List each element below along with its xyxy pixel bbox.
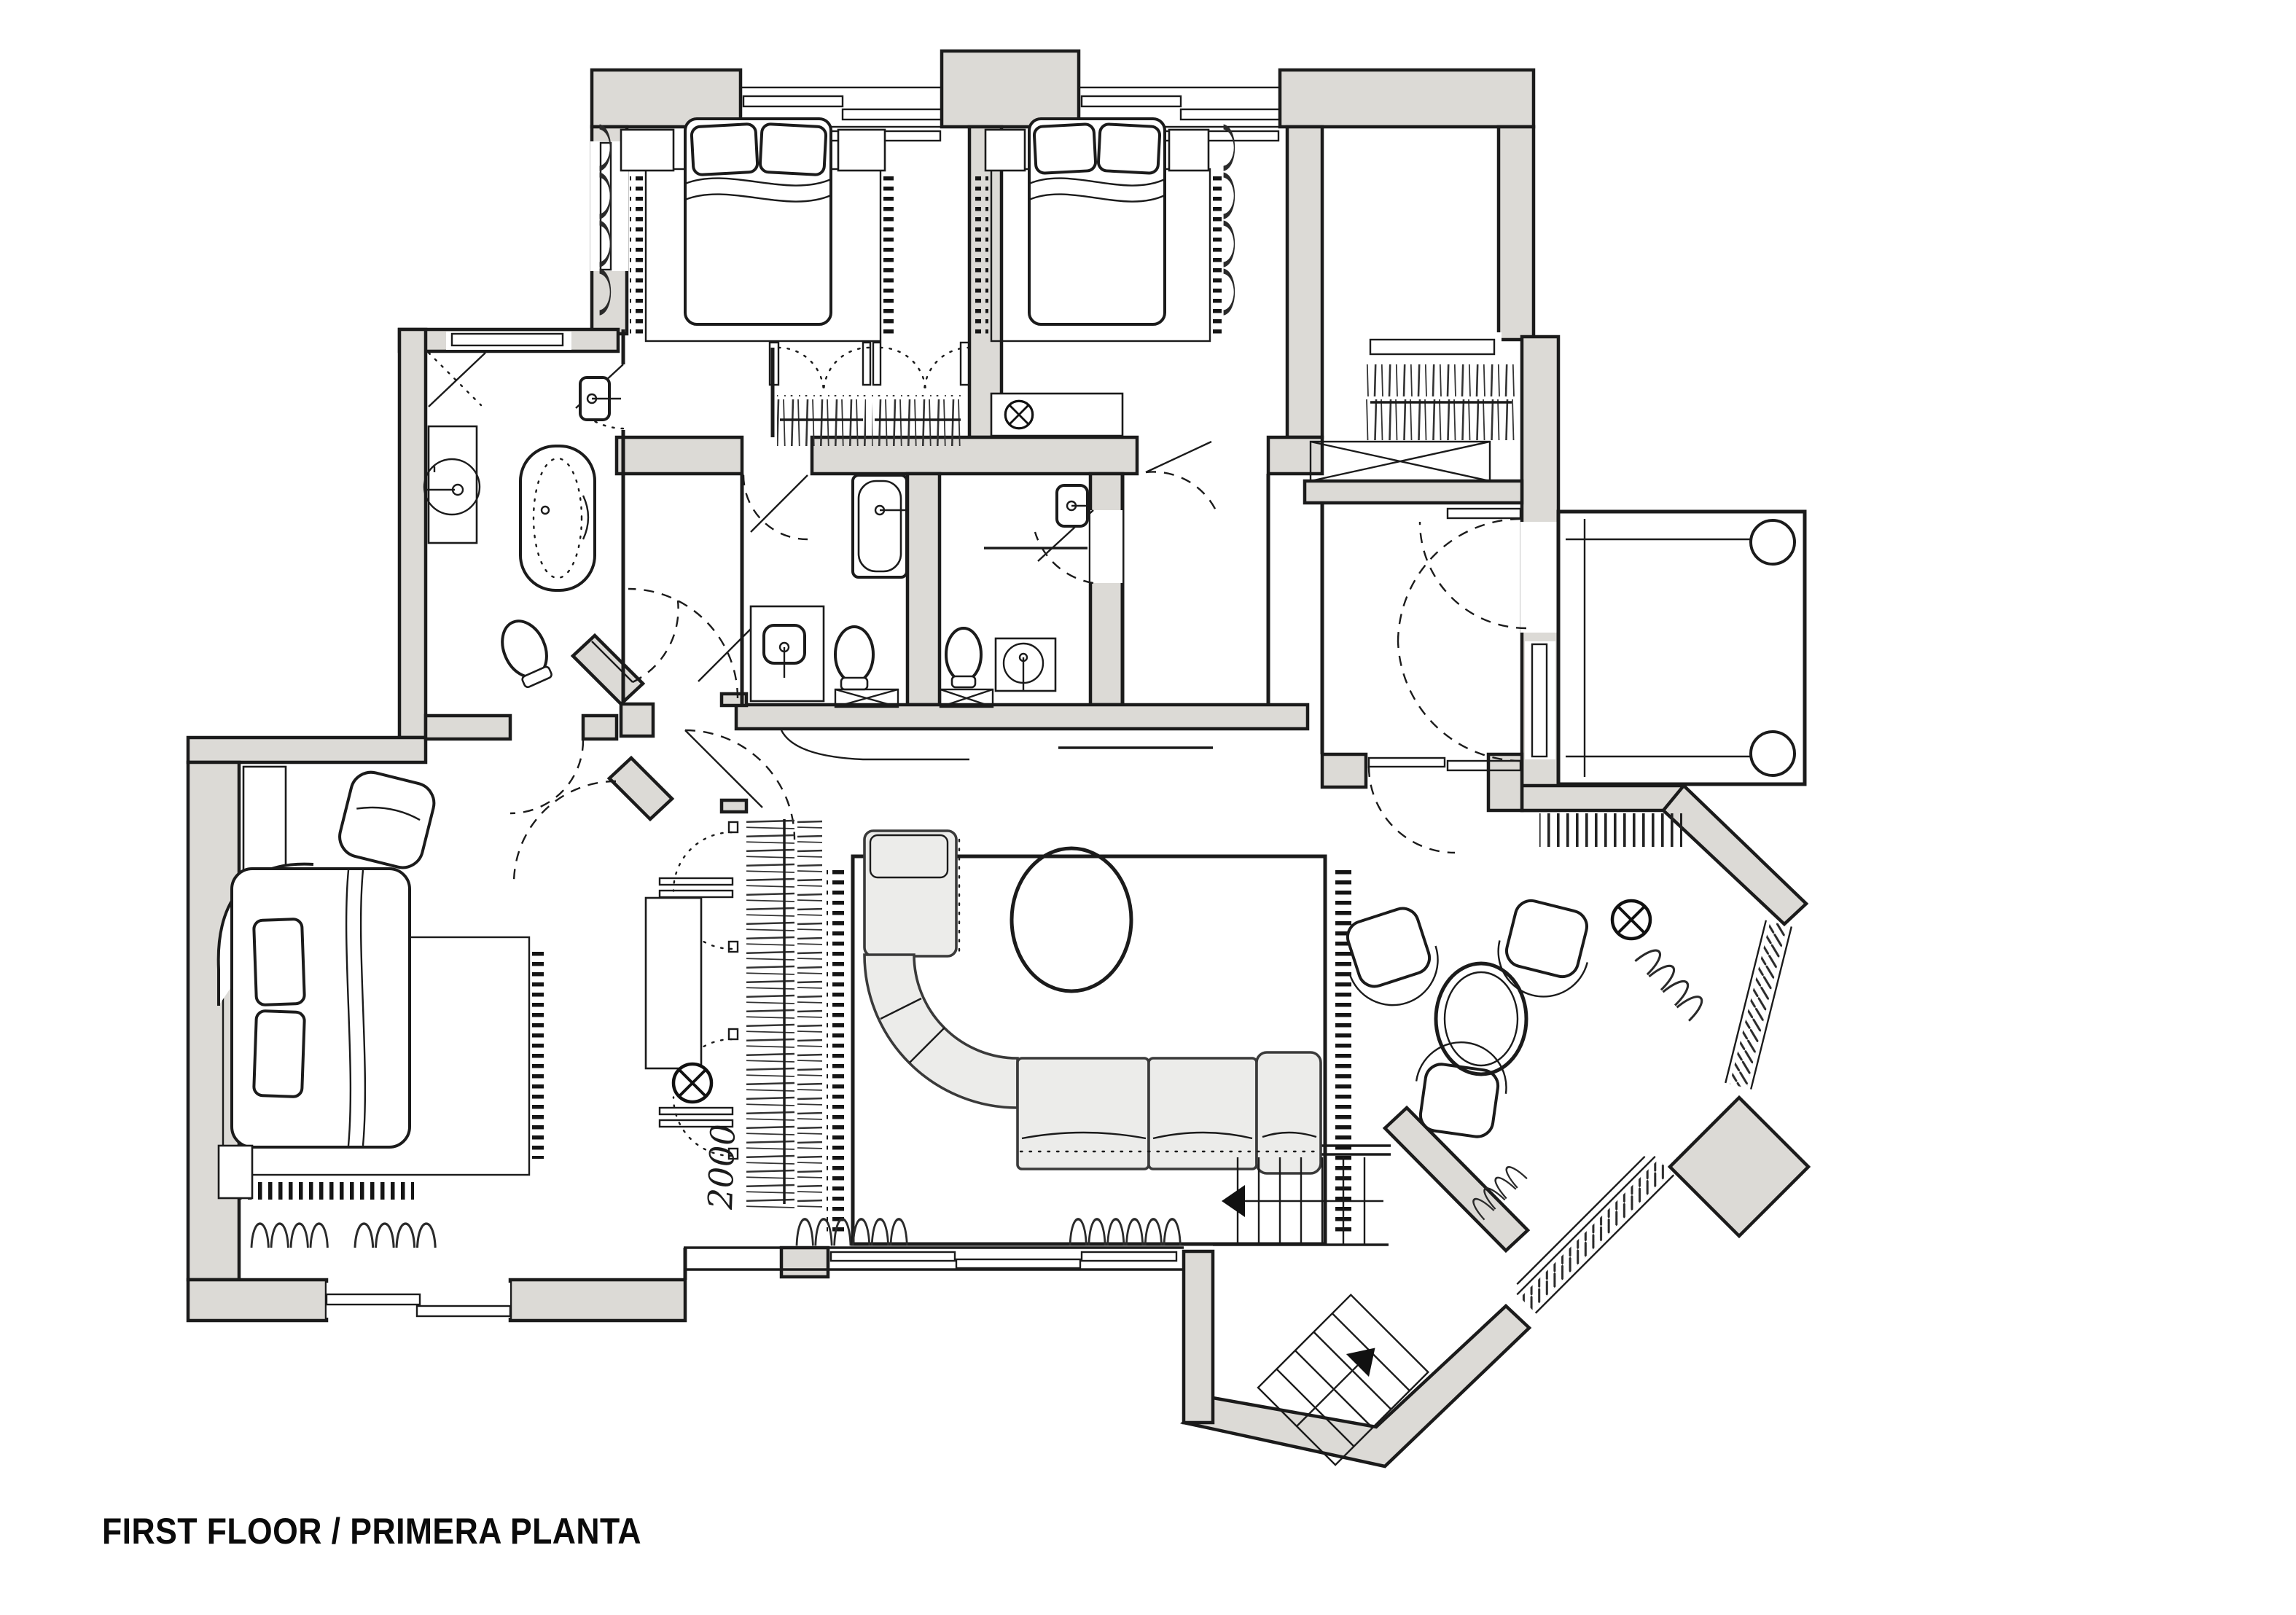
glazing-ne [1725, 920, 1792, 1090]
double-bed [216, 862, 411, 1149]
nightstand [984, 128, 1026, 172]
door-hall-terrace [1418, 521, 1560, 633]
radiator [250, 1222, 329, 1249]
diagonal-flight [1257, 1294, 1430, 1466]
double-bed [684, 117, 832, 326]
door-corridor-right [1145, 440, 1217, 511]
side-table-oval [1434, 961, 1528, 1076]
rug-fringe-left [630, 175, 643, 335]
rug-fringe-right [1213, 175, 1226, 335]
window-terrace-wall [1525, 641, 1555, 759]
door-bathroom-a [742, 474, 808, 541]
rug-fringe-left [827, 864, 844, 1237]
armchair [1415, 1041, 1507, 1138]
terrace [1556, 509, 1807, 786]
cabinet-crossed [939, 688, 994, 708]
sectional-sofa [863, 829, 1322, 1175]
walk-in-closet-top [1309, 364, 1516, 482]
armchair [338, 770, 436, 869]
master-bedroom: 2000 [216, 765, 822, 1249]
living-room [780, 730, 1351, 1247]
column [1749, 519, 1796, 566]
cabinet-crossed [834, 688, 899, 708]
door-hall-living [1367, 756, 1456, 854]
window-master-bedroom-bottom [325, 1283, 512, 1318]
stair-arrow-up [1222, 1185, 1245, 1217]
nightstand [837, 128, 886, 172]
window-living-bottom [829, 1251, 1178, 1270]
window-master-bath [446, 332, 571, 350]
curved-console [780, 730, 969, 761]
nightstand [620, 128, 675, 172]
vanity-round-sink [423, 425, 481, 544]
nightstand [1168, 128, 1210, 172]
vanity-sink [749, 605, 825, 703]
rug-fringe-right [532, 947, 545, 1159]
room-bedroom-2 [975, 117, 1234, 437]
bathroom-a [749, 474, 908, 708]
washbasin-round [994, 637, 1057, 692]
light-symbol [1612, 901, 1650, 939]
double-door-entry-hall [1397, 507, 1522, 772]
rug-fringe-bottom [232, 1181, 414, 1200]
dresser [990, 392, 1124, 437]
room-bedroom-1 [600, 117, 897, 343]
master-bathroom [423, 351, 621, 689]
rug-fringe-right [883, 175, 897, 335]
glazing-se [1516, 1155, 1675, 1314]
seating-wing [1346, 813, 1792, 1314]
shower-screen [428, 352, 486, 407]
grille [1539, 813, 1682, 847]
radiator [1069, 1218, 1182, 1247]
walk-in-closet [746, 815, 822, 1208]
coffee-table [1010, 846, 1133, 993]
tv-console [644, 896, 711, 1102]
radiator [354, 1222, 437, 1249]
closet-bedroom1 [777, 395, 964, 446]
armchair [1497, 899, 1588, 998]
wall-sink [1055, 484, 1090, 528]
armchair [1346, 907, 1439, 1006]
mirror-cabinet [579, 376, 621, 421]
radiator [1633, 944, 1709, 1022]
column [1749, 730, 1796, 777]
dimension-note: 2000 [700, 1123, 743, 1211]
plan-title: FIRST FLOOR / PRIMERA PLANTA [102, 1511, 641, 1552]
window-closet-top [1363, 332, 1502, 363]
light-symbol [1004, 399, 1034, 430]
toilet [501, 619, 552, 689]
door-master-bedroom [509, 740, 585, 815]
cabinet-crossed [1309, 440, 1491, 482]
staircase [1213, 1157, 1430, 1466]
wardrobe [242, 765, 287, 879]
stair-arrow-down [1346, 1348, 1375, 1377]
rug-fringe-left [975, 175, 988, 335]
thin-walls [621, 329, 1391, 1280]
bifold-doors-closet-bed1 [768, 341, 971, 394]
toilet [834, 625, 875, 691]
bathtub [851, 474, 908, 579]
toilet [945, 627, 983, 689]
bathroom-b [939, 484, 1090, 708]
shelf [217, 1144, 254, 1200]
double-bed [1028, 117, 1166, 326]
bathtub-oval [519, 445, 596, 592]
light-symbol [673, 1064, 711, 1102]
